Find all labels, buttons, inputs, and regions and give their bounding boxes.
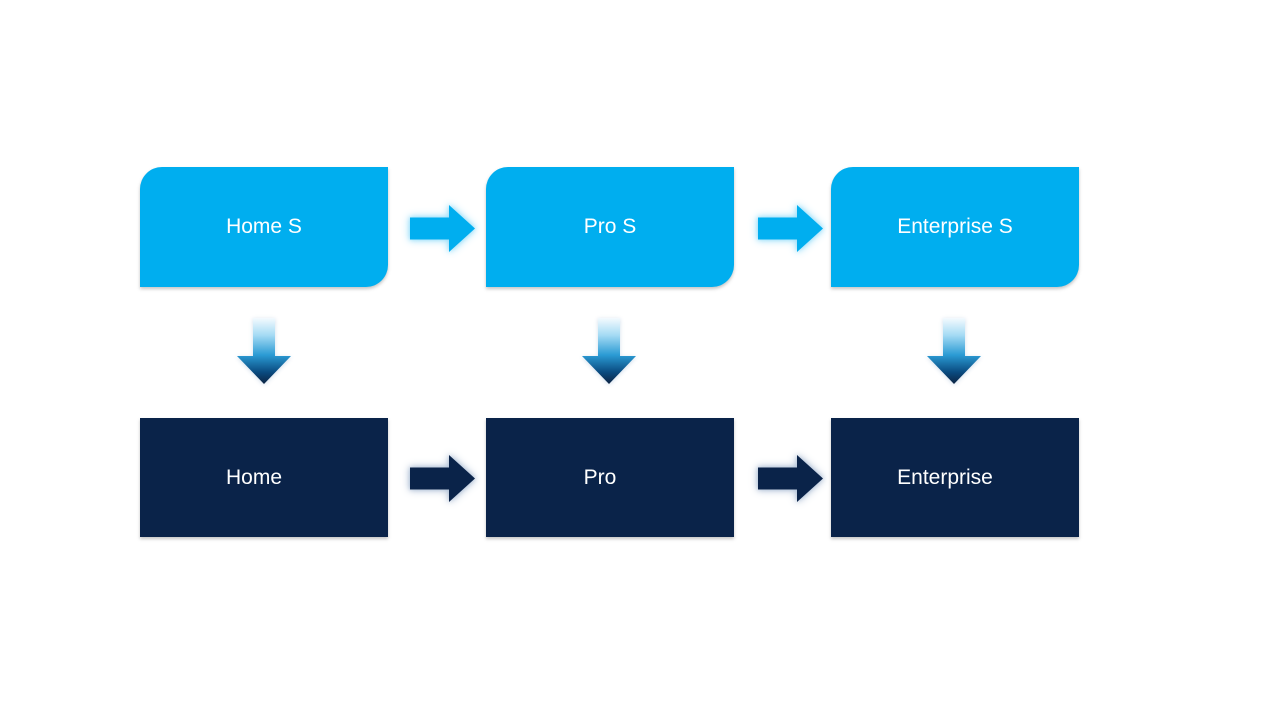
node-home: Home [140,418,388,537]
down-arrow-shape [927,318,981,384]
node-label: Enterprise S [897,215,1013,238]
right-arrow-shape [758,455,823,502]
down-arrow-icon [582,318,636,384]
node-label: Home [225,465,283,489]
down-arrow-shape [237,318,291,384]
node-label: Pro S [583,215,637,238]
node-enterprise: Enterprise [831,418,1079,537]
right-arrow-shape [410,455,475,502]
right-arrow-icon [410,455,475,502]
node-pro: Pro [486,418,734,537]
node-pro-s: Pro S [486,167,734,287]
down-arrow-icon [237,318,291,384]
node-label: Home S [226,215,302,238]
right-arrow-shape [410,205,475,252]
right-arrow-shape [758,205,823,252]
right-arrow-icon [758,205,823,252]
node-enterprise-s: Enterprise S [831,167,1079,287]
down-arrow-icon [927,318,981,384]
right-arrow-icon [758,455,823,502]
node-label: Enterprise [897,465,993,489]
down-arrow-shape [582,318,636,384]
node-home-s: Home S [140,167,388,287]
node-label: Pro [583,465,617,489]
right-arrow-icon [410,205,475,252]
